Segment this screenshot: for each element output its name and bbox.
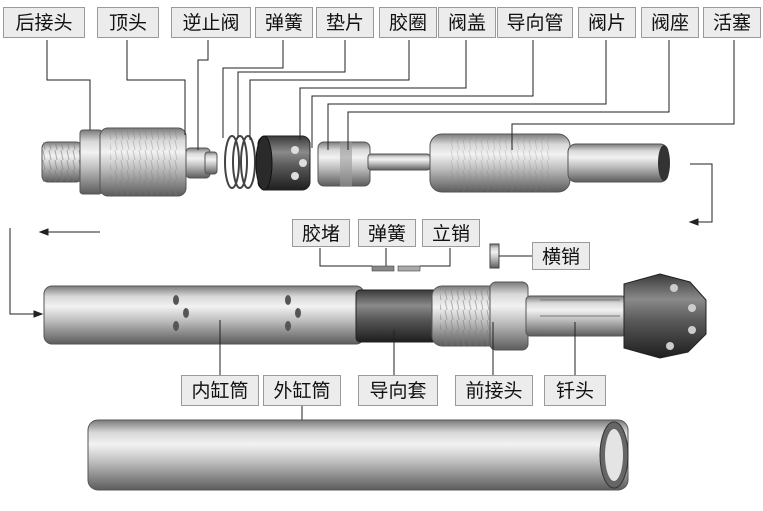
outer-cylinder-part (87, 419, 629, 491)
small-pin-parts (371, 265, 421, 272)
label-drill-bit: 钎头 (544, 375, 606, 406)
label-top-head: 顶头 (97, 7, 159, 38)
top-leader-lines (46, 40, 735, 150)
label-valve-disc: 阀片 (578, 7, 636, 38)
piston-part (429, 133, 670, 193)
label-inner-cylinder: 内缸筒 (181, 375, 259, 406)
guide-sleeve-part (355, 289, 439, 343)
label-valve-seat: 阀座 (641, 7, 699, 38)
label-back-joint: 后接头 (3, 7, 85, 38)
front-joint-part (431, 281, 529, 351)
label-rubber-ring: 胶圈 (379, 7, 437, 38)
spring-part-top (224, 135, 256, 189)
label-guide-tube: 导向管 (497, 7, 573, 38)
label-gasket: 垫片 (316, 7, 374, 38)
check-valve-part (185, 147, 218, 179)
label-spring-top: 弹簧 (255, 7, 313, 38)
label-front-joint: 前接头 (455, 375, 533, 406)
flow-arrows (9, 163, 713, 318)
label-piston: 活塞 (703, 7, 761, 38)
cross-pin-part (489, 243, 532, 269)
label-vertical-pin: 立销 (422, 219, 480, 247)
label-outer-cylinder: 外缸筒 (263, 375, 341, 406)
label-valve-cap: 阀盖 (438, 7, 496, 38)
back-joint-part (41, 127, 187, 197)
drill-bit-part (525, 273, 707, 359)
small-parts-leaders (319, 248, 451, 267)
label-rubber-plug: 胶堵 (292, 219, 350, 247)
label-check-valve: 逆止阀 (171, 7, 251, 38)
inner-cylinder-part (43, 285, 365, 345)
label-spring-mid: 弹簧 (358, 219, 416, 247)
label-guide-sleeve: 导向套 (358, 375, 438, 406)
valve-cap-part (317, 141, 431, 187)
gasket-part (255, 135, 311, 191)
label-cross-pin: 横销 (532, 242, 590, 270)
